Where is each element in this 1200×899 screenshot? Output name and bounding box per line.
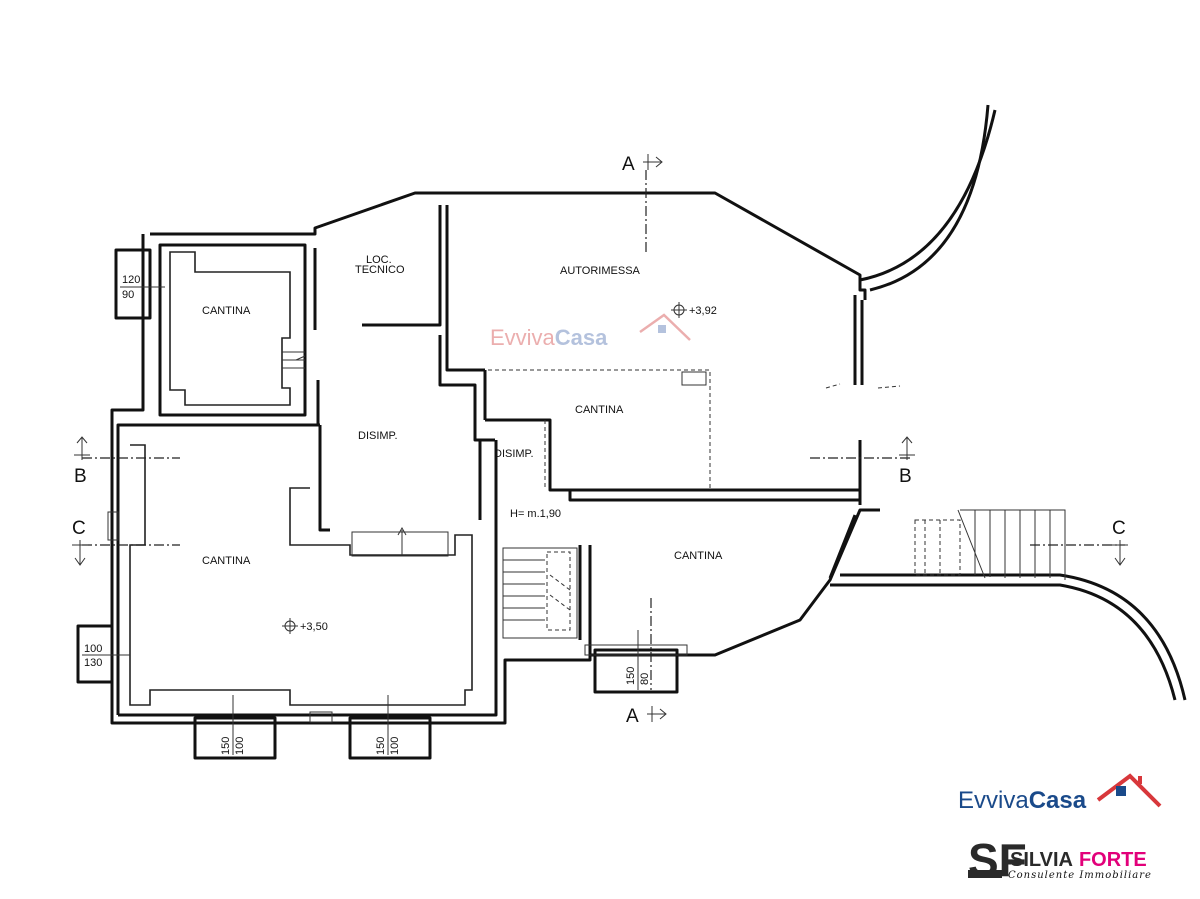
logo-name-first: SILVIA bbox=[1010, 849, 1073, 871]
watermark: EvvivaCasa bbox=[490, 313, 691, 350]
logo-subtitle: Consulente Immobiliare bbox=[1008, 870, 1152, 881]
room-loc-tecnico-line2: TECNICO bbox=[355, 264, 405, 276]
room-cantina-top-left: CANTINA bbox=[202, 305, 251, 317]
logo-evvivacasa-part2: Casa bbox=[1029, 787, 1087, 814]
house-roof-icon bbox=[1096, 773, 1162, 808]
stairs-left bbox=[502, 547, 578, 639]
level-cantina-big: +3,50 bbox=[300, 621, 328, 633]
stairs-top-cantina bbox=[282, 351, 305, 369]
window-3-height: 100 bbox=[234, 737, 246, 755]
watermark-part2: Casa bbox=[555, 325, 608, 350]
room-cantina-right: CANTINA bbox=[674, 550, 723, 562]
section-b-left-label: B bbox=[74, 466, 87, 487]
room-labels: CANTINA LOC. TECNICO AUTORIMESSA CANTINA… bbox=[202, 254, 723, 567]
outer-walls bbox=[110, 191, 880, 725]
monogram-underline bbox=[968, 870, 1002, 878]
window-4-height: 100 bbox=[389, 737, 401, 755]
cantina-big-inner bbox=[107, 444, 473, 723]
svg-text:EvvivaCasa: EvvivaCasa bbox=[490, 325, 608, 350]
watermark-part1: Evviva bbox=[490, 325, 556, 350]
level-marker-autorimessa: +3,92 bbox=[671, 302, 717, 318]
logo-name-last: FORTE bbox=[1079, 849, 1147, 871]
window-2-width: 100 bbox=[84, 643, 102, 655]
window-5-width: 150 bbox=[625, 667, 637, 685]
room-cantina-center: CANTINA bbox=[575, 404, 624, 416]
logo-evvivacasa-part1: Evviva bbox=[958, 787, 1029, 814]
watermark-window-icon bbox=[658, 325, 666, 333]
height-note: H= m.1,90 bbox=[510, 508, 561, 520]
section-b-right-label: B bbox=[899, 466, 912, 487]
level-autorimessa: +3,92 bbox=[689, 305, 717, 317]
window-5-height: 80 bbox=[639, 673, 651, 685]
window-1-width: 120 bbox=[122, 274, 140, 286]
section-markers: A A B B C C bbox=[72, 154, 1128, 727]
window-bays bbox=[76, 248, 688, 760]
window-4-width: 150 bbox=[375, 737, 387, 755]
watermark-roof-icon bbox=[639, 313, 691, 341]
logo-evvivacasa: EvvivaCasa bbox=[958, 773, 1162, 814]
level-marker-cantina: +3,50 bbox=[282, 618, 328, 634]
section-c-right-label: C bbox=[1112, 518, 1126, 539]
window-labels: 120 90 100 130 150 100 150 100 150 80 bbox=[82, 274, 651, 755]
stairs-right bbox=[914, 509, 1066, 580]
exterior-curves bbox=[830, 104, 1187, 701]
inner-walls bbox=[158, 205, 860, 655]
dashed-partitions bbox=[488, 369, 901, 490]
room-autorimessa: AUTORIMESSA bbox=[560, 265, 641, 277]
room-cantina-big: CANTINA bbox=[202, 555, 251, 567]
door-markers bbox=[295, 355, 407, 555]
window-1-height: 90 bbox=[122, 289, 134, 301]
room-loc-tecnico-line1: LOC. bbox=[366, 254, 392, 266]
section-a-top-label: A bbox=[622, 154, 635, 175]
section-a-bottom-label: A bbox=[626, 706, 639, 727]
window-2-height: 130 bbox=[84, 657, 102, 669]
svg-text:EvvivaCasa: EvvivaCasa bbox=[958, 787, 1087, 814]
level-markers: +3,92 +3,50 bbox=[282, 302, 717, 634]
section-axes bbox=[82, 170, 1125, 690]
room-disimp-main: DISIMP. bbox=[358, 430, 398, 442]
room-disimp-small: DISIMP. bbox=[494, 448, 534, 460]
section-c-left-label: C bbox=[72, 518, 86, 539]
house-window-icon bbox=[1116, 786, 1126, 796]
window-3-width: 150 bbox=[220, 737, 232, 755]
